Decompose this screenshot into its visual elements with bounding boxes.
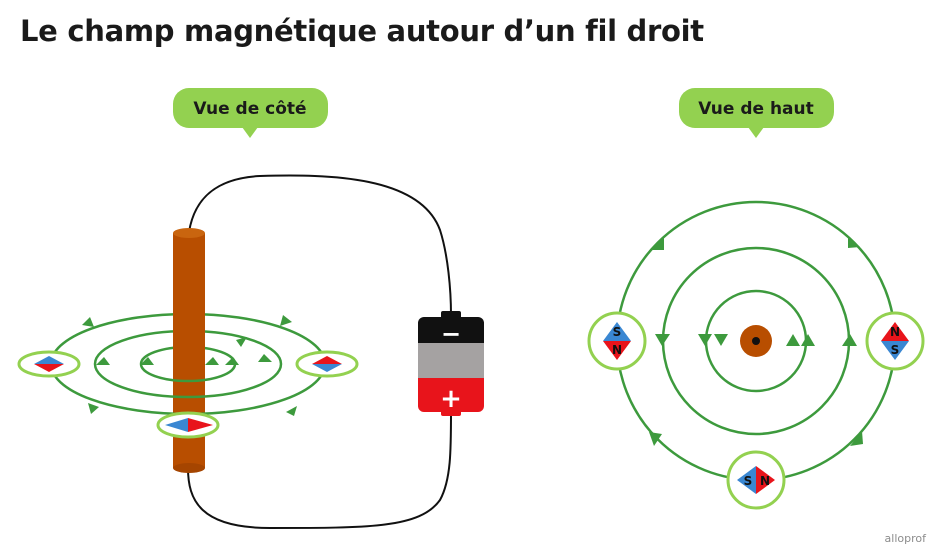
arrow-icon — [850, 431, 863, 446]
top-view-label-bubble: Vue de haut — [679, 88, 834, 138]
arrow-icon — [848, 236, 860, 248]
battery: − + — [418, 311, 484, 416]
arrow-icon — [280, 315, 292, 326]
wire-cross-section — [740, 325, 772, 357]
arrow-icon — [652, 237, 664, 250]
compass-bottom: S N — [726, 450, 786, 510]
side-view-label: Vue de côté — [193, 99, 306, 119]
circuit-wire-bottom — [187, 411, 452, 530]
arrow-icon — [649, 432, 662, 446]
arrow-icon — [655, 334, 670, 346]
arrow-icon — [698, 334, 712, 346]
compass-pole-s: S — [891, 343, 900, 357]
battery-positive-terminal: + — [440, 384, 462, 414]
arrow-icon — [258, 354, 272, 362]
side-field-arrows — [82, 315, 297, 416]
compass-pole-s: S — [613, 325, 622, 339]
page-title: Le champ magnétique autour d’un fil droi… — [20, 14, 704, 48]
top-field-arrows — [649, 236, 863, 446]
compass-front — [156, 411, 220, 439]
arrow-icon — [786, 334, 800, 346]
arrow-icon — [225, 357, 239, 365]
compass-left — [17, 350, 81, 378]
arrow-icon — [140, 357, 154, 365]
arrow-icon — [801, 334, 815, 346]
arrow-icon — [842, 334, 857, 346]
battery-negative-terminal: − — [441, 320, 461, 348]
compass-top-left: S N — [587, 311, 647, 371]
compass-pole-s: S — [744, 474, 753, 488]
arrow-icon — [236, 337, 247, 347]
arrow-icon — [88, 403, 99, 414]
compass-right — [295, 350, 359, 378]
side-view: Vue de côté — [17, 88, 484, 530]
arrow-icon — [82, 317, 94, 327]
compass-pole-n: N — [760, 474, 770, 488]
brand-logo: alloprof — [884, 532, 926, 545]
arrow-icon — [205, 357, 219, 365]
top-view-label: Vue de haut — [698, 99, 814, 119]
arrow-icon — [714, 334, 728, 346]
arrow-icon — [96, 357, 110, 365]
top-view: Vue de haut — [587, 88, 925, 510]
compass-pole-n: N — [890, 325, 900, 339]
side-view-label-bubble: Vue de côté — [173, 88, 328, 138]
circuit-wire-top — [188, 174, 452, 316]
compass-pole-n: N — [612, 343, 622, 357]
compass-top-right: N S — [865, 311, 925, 371]
arrow-icon — [286, 406, 297, 416]
